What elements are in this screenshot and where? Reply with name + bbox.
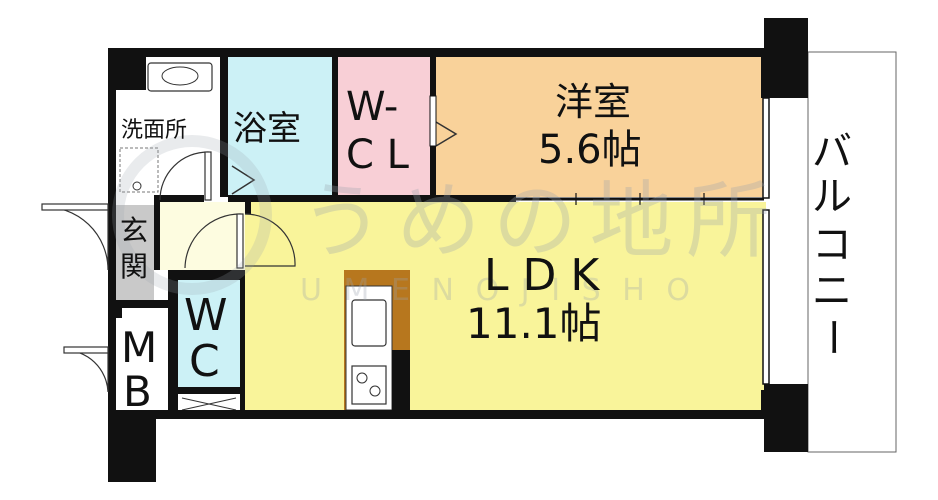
- label-mb-line2: B: [123, 367, 152, 416]
- label-western-name: 洋室: [555, 80, 631, 124]
- mb-floor: [116, 318, 168, 411]
- door-leaves: [41, 151, 244, 354]
- label-ldk-name: L D K: [484, 250, 600, 301]
- label-wc-line1: W: [184, 290, 228, 341]
- label-entrance-line2: 関: [120, 250, 148, 283]
- entrance-floor: [116, 205, 154, 300]
- storage-cross: [181, 397, 237, 411]
- column: [764, 18, 808, 98]
- drain-mark: [132, 181, 142, 191]
- wc-floor: [178, 280, 240, 387]
- partition-ticks: [575, 193, 705, 205]
- watermark-sub: U M E N O J I S H O: [300, 273, 690, 308]
- label-ldk-size: 11.1帖: [466, 299, 602, 348]
- washing-machine-space: [119, 147, 159, 193]
- label-balcony-5: ー: [809, 317, 855, 357]
- label-mb-line1: M: [121, 323, 157, 372]
- label-wcl-line2: C L: [346, 132, 410, 178]
- bath-floor: [228, 57, 332, 195]
- burner: [369, 385, 381, 397]
- closet-door-arrow: [435, 121, 458, 147]
- column: [108, 48, 146, 90]
- balcony-floor: [807, 51, 897, 453]
- label-wcl-line1: W-: [346, 84, 398, 130]
- basin-bowl: [161, 66, 199, 86]
- window-ldk: [762, 209, 770, 385]
- watermark-main: うめの地所: [300, 172, 770, 270]
- label-balcony-2: ル: [812, 174, 852, 220]
- western-room-floor: [436, 57, 766, 197]
- label-balcony-3: コ: [812, 222, 852, 268]
- kitchen-sink: [351, 299, 387, 347]
- walk-in-closet-floor: [338, 57, 430, 195]
- window-western: [762, 97, 770, 199]
- burner: [356, 372, 368, 384]
- label-balcony-1: バ: [812, 129, 852, 175]
- column: [108, 418, 156, 482]
- label-balcony-4: ニ: [812, 268, 852, 314]
- label-washroom: 洗面所: [121, 118, 187, 143]
- label-entrance-line1: 玄: [120, 214, 148, 247]
- cooktop: [351, 365, 387, 405]
- window-closet: [429, 95, 437, 147]
- hall-floor: [160, 202, 245, 270]
- walls: [108, 48, 768, 482]
- label-wc-line2: C: [189, 336, 220, 387]
- watermark-logo-circle: [112, 135, 272, 295]
- ldk-floor: [245, 202, 766, 412]
- bath-door-arrow: [231, 165, 256, 195]
- column: [764, 384, 808, 452]
- kitchen-partition: [392, 350, 410, 412]
- label-bath: 浴室: [233, 109, 301, 149]
- label-western-size: 5.6帖: [538, 127, 642, 173]
